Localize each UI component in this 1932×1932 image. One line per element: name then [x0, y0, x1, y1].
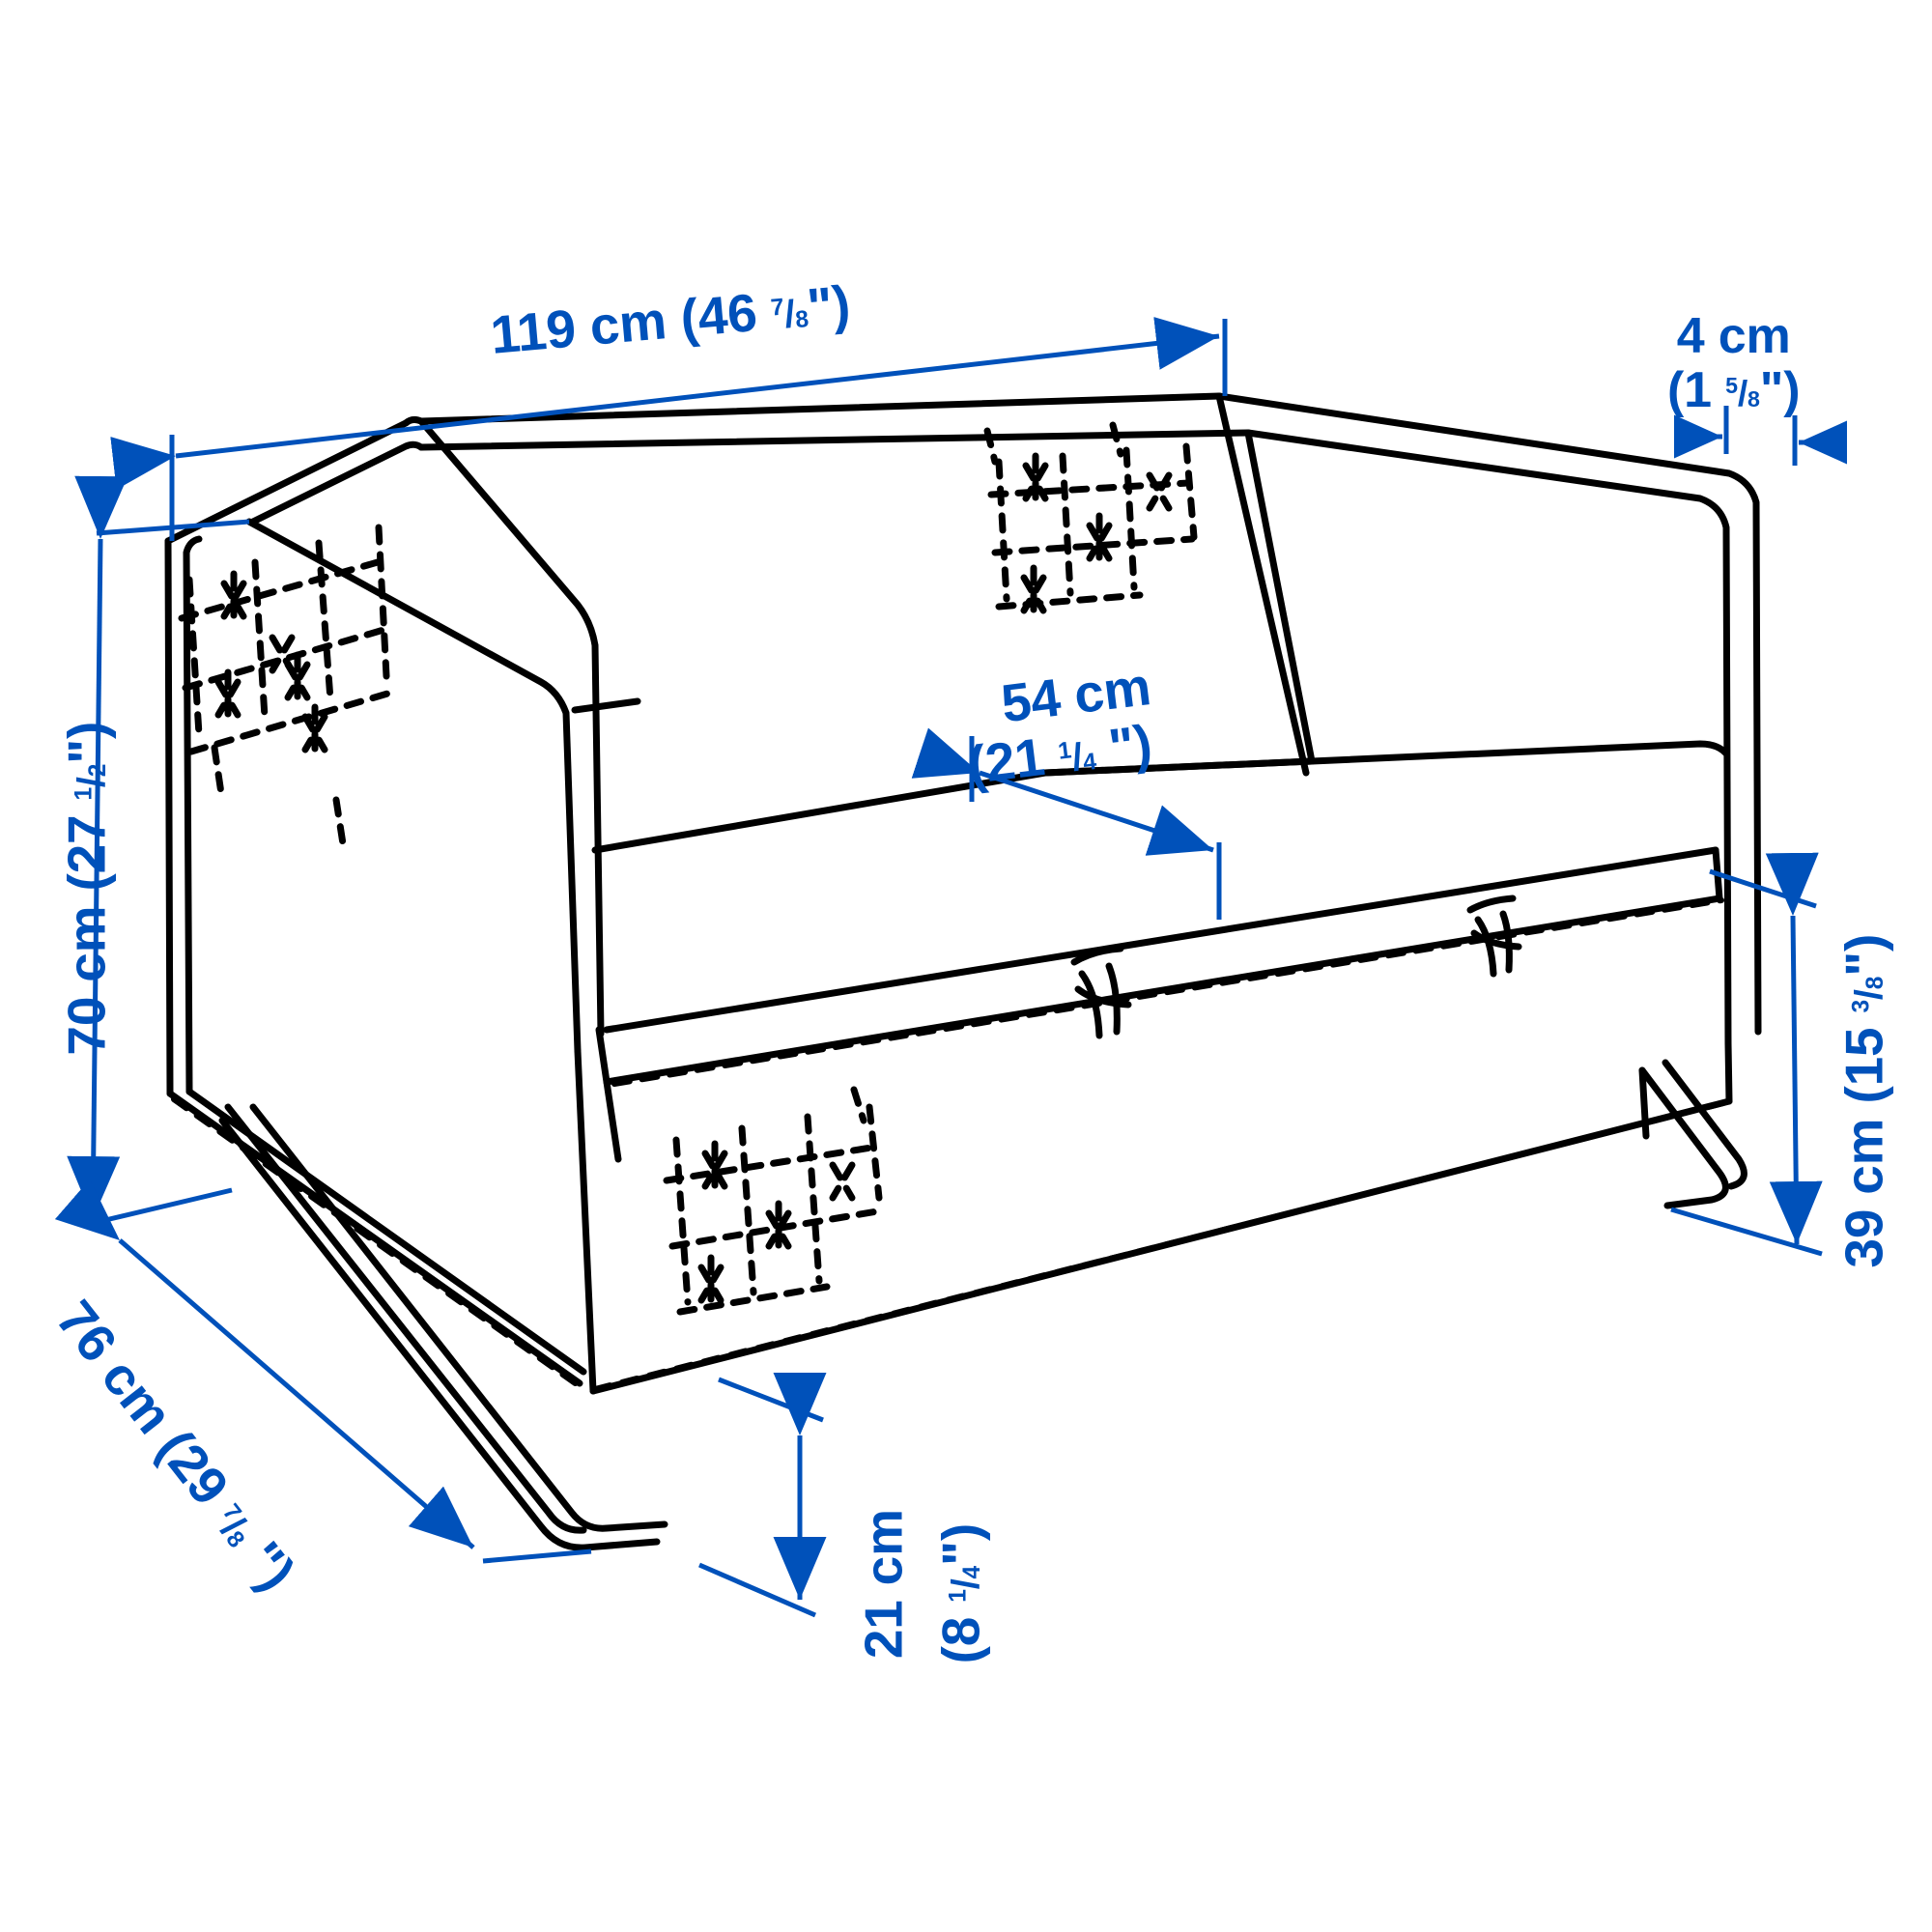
depth-imperial-den: 8: [220, 1525, 250, 1553]
dimension-label-seat-depth: 54 cm (21 1/4 "): [964, 656, 1155, 796]
height-imperial-tail: "): [56, 721, 117, 764]
seatheight-imperial-den: 8: [1861, 976, 1889, 990]
seat-front-seam-dashed: [611, 897, 1724, 1087]
legheight-line-metric: 21 cm: [853, 1509, 914, 1660]
seatheight-ext-bottom: [1670, 1207, 1823, 1257]
dimension-label-seat-height: 39 cm (15 3/8"): [1833, 933, 1894, 1268]
depth-ext-right: [482, 1548, 592, 1564]
seatheight-imperial-num: 3: [1847, 1000, 1874, 1013]
left-arm-inner-back: [417, 417, 605, 1037]
width-imperial-num: 7: [769, 293, 785, 322]
dimension-label-overall-height: 70 cm (27 1/2"): [56, 721, 117, 1056]
base-front-bottom-edge: [589, 1097, 1733, 1395]
left-arm-outer-panel-inner: [183, 535, 203, 1095]
seatheight-imperial-whole: (15: [1833, 1027, 1894, 1104]
seatdepth-dimension-line: [911, 727, 1214, 856]
base-left-seam: [603, 1078, 622, 1163]
left-sled-leg-inner: [249, 1103, 668, 1532]
seat-cushion-top-front-edge: [603, 846, 1719, 1034]
right-sled-leg-inner: [1662, 1059, 1747, 1190]
base-front-right-corner: [1724, 1039, 1733, 1105]
armwidth-imperial-num: 5: [1725, 373, 1738, 399]
width-imperial-whole: (46: [677, 282, 759, 349]
height-imperial-den: 2: [84, 763, 111, 778]
right-arm-inner-top-face: [1308, 740, 1730, 765]
height-dimension-line: [67, 475, 128, 1220]
seatdepth-imperial-den: 4: [1081, 748, 1098, 777]
dimension-label-arm-thickness: 4 cm (1 5/8"): [1667, 308, 1801, 419]
legheight-imperial-num: 1: [944, 1589, 971, 1603]
height-imperial-num: 1: [70, 787, 97, 801]
width-imperial-den: 8: [794, 305, 810, 333]
width-dimension-line: [110, 317, 1220, 490]
left-sled-leg-mid: [224, 1103, 587, 1534]
right-arm-top-outer-edge: [1215, 392, 1762, 1036]
depth-dimension-line: [54, 1179, 475, 1549]
right-back-panel-edge: [1215, 392, 1310, 777]
seatheight-metric: 39 cm: [1833, 1118, 1894, 1268]
left-arm-inner-seam: [571, 697, 641, 714]
armwidth-imperial-whole: (1: [1667, 362, 1712, 419]
legheight-ext-bottom: [698, 1562, 816, 1618]
right-sled-leg-outer: [1638, 1066, 1729, 1209]
depth-imperial-num: 7: [217, 1498, 246, 1525]
seatheight-dimension-line: [1765, 852, 1823, 1245]
seat-cushion-left-edge: [595, 1026, 611, 1086]
right-back-panel-inner-edge: [1244, 429, 1316, 765]
legheight-imperial-den: 4: [958, 1566, 985, 1579]
legheight-line-imperial: (8 1/4"): [930, 1523, 991, 1664]
seatdepth-imperial-num: 1: [1056, 737, 1073, 765]
legheight-ext-top: [718, 1377, 824, 1423]
seatdepth-imperial-whole: (21: [964, 726, 1048, 796]
right-rear-post: [1638, 1066, 1650, 1140]
armwidth-metric: 4 cm: [1676, 308, 1791, 364]
seat-tufting-marks: [1070, 895, 1522, 1039]
seatdepth-imperial-tail: "): [1105, 713, 1155, 779]
height-metric: 70 cm: [56, 905, 117, 1056]
base-front-left-corner: [574, 1047, 597, 1395]
seatheight-ext-top: [1709, 868, 1817, 909]
left-arm-inner-face: [245, 518, 582, 1055]
legheight-imperial-whole: (8: [930, 1616, 991, 1664]
height-imperial-whole: (27: [56, 814, 117, 892]
width-imperial-tail: "): [805, 273, 853, 338]
quilt-pattern-base-front: [663, 1086, 883, 1316]
armwidth-imperial-den: 8: [1747, 386, 1760, 412]
quilt-pattern-left-arm: [178, 524, 398, 854]
left-arm-outer-front-edge: [164, 537, 174, 1097]
right-arm-top-inner-edge: [1244, 429, 1732, 1047]
front-bottom-seam-dashed: [592, 1098, 1734, 1392]
left-sled-leg-outer: [218, 1117, 661, 1551]
legheight-imperial-tail: "): [930, 1523, 991, 1567]
height-ext-bottom: [84, 1187, 233, 1228]
seatheight-imperial-tail: "): [1833, 933, 1894, 977]
armwidth-imperial-tail: "): [1759, 362, 1801, 419]
